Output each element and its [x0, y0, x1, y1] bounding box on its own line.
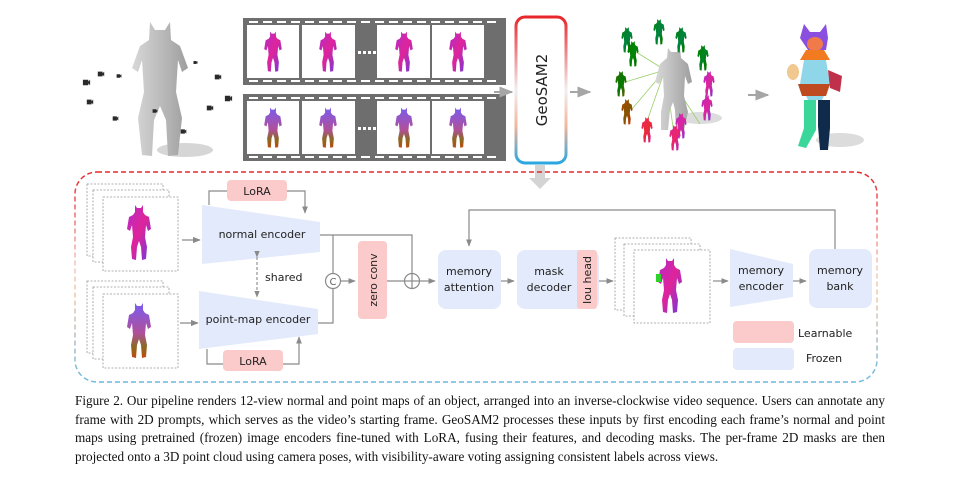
normal-encoder-label: normal encoder — [219, 228, 306, 241]
camera-icon — [97, 71, 105, 77]
legend-learnable-label: Learnable — [798, 327, 853, 340]
mask-decoder-label-2: decoder — [527, 281, 572, 294]
legend-frozen-swatch — [733, 348, 794, 370]
lora-connector — [206, 349, 224, 365]
legend: Learnable Frozen — [733, 321, 853, 370]
normal-map-film-strip — [243, 18, 506, 85]
geosam2-label: GeoSAM2 — [533, 54, 551, 127]
memory-bank-block — [809, 249, 872, 308]
lora-top-label: LoRA — [243, 185, 271, 198]
mesh-object-with-cameras — [82, 22, 233, 157]
iou-head-block — [577, 250, 597, 309]
lora-bottom-block — [223, 350, 283, 371]
memory-bank-label-2: bank — [826, 280, 854, 293]
concat-symbol: C — [330, 277, 337, 288]
memory-bank-label-1: memory — [817, 264, 863, 277]
point-map-encoder-label: point-map encoder — [206, 313, 311, 326]
memory-encoder-label-1: memory — [738, 264, 784, 277]
lora-arrow — [287, 190, 308, 214]
figure-caption: Figure 2. Our pipeline renders 12-view n… — [75, 393, 885, 464]
shared-label: shared — [265, 271, 302, 284]
camera-icon — [180, 129, 187, 134]
point-to-concat-line — [318, 289, 334, 324]
memory-encoder — [730, 249, 793, 307]
camera-icon — [206, 105, 214, 111]
normal-input-frames — [86, 183, 179, 272]
memory-encoder-label-2: encoder — [739, 280, 784, 293]
geosam2-architecture-container — [74, 171, 878, 383]
lora-arrow — [283, 336, 302, 365]
camera-icon — [224, 95, 233, 102]
camera-icon — [86, 99, 94, 105]
legend-frozen-label: Frozen — [806, 352, 842, 365]
gray-mesh-figure — [132, 22, 188, 156]
memory-attention-block — [438, 250, 501, 309]
down-arrow — [529, 165, 551, 189]
memory-feedback-arrow — [466, 209, 836, 249]
lora-top-block — [227, 180, 287, 201]
camera-icon — [116, 74, 122, 78]
zero-conv-block — [358, 241, 387, 319]
camera-icon — [112, 116, 119, 121]
camera-icon — [82, 79, 91, 86]
lora-bottom-label: LoRA — [239, 355, 267, 368]
geosam2-block — [514, 15, 568, 165]
pipeline-diagram: GeoSAM2 — [74, 15, 878, 383]
iou-head-label: Iou head — [581, 256, 594, 304]
point-map-film-strip — [243, 94, 506, 161]
multi-view-projection — [615, 18, 722, 151]
camera-icon — [214, 74, 222, 80]
mask-decoder-label-1: mask — [534, 265, 564, 278]
normal-feature-skip-line — [320, 234, 413, 278]
point-map-input-frames — [86, 280, 179, 369]
lora-connector — [208, 190, 228, 205]
legend-learnable-swatch — [733, 321, 794, 343]
concat-node — [324, 272, 342, 290]
memory-attention-label-2: attention — [444, 281, 494, 294]
zero-conv-label: zero conv — [367, 253, 380, 307]
output-mask-frames — [614, 237, 711, 324]
camera-icon — [193, 61, 198, 64]
memory-attention-label-1: memory — [446, 265, 492, 278]
point-map-encoder — [199, 291, 318, 349]
normal-encoder — [202, 205, 320, 264]
segmented-3d-object — [787, 24, 864, 150]
